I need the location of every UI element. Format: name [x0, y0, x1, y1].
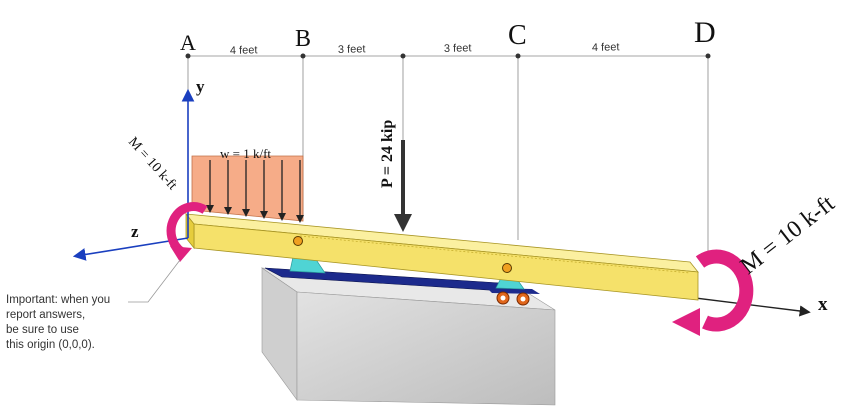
x-axis-label: x [818, 294, 828, 315]
origin-note: Important: when you report answers, be s… [6, 293, 146, 353]
beam [185, 212, 699, 301]
note-line: report answers, [6, 309, 86, 321]
note-line: this origin (0,0,0). [6, 339, 95, 351]
y-axis-label: y [196, 77, 205, 96]
distributed-load-label: w = 1 k/ft [220, 146, 271, 161]
dim-cd: 4 feet [592, 41, 620, 54]
moment-left-icon [166, 202, 208, 262]
pin-bolt [293, 236, 303, 246]
dimension-dots [185, 53, 711, 59]
point-c-label: C [508, 20, 527, 51]
note-line: Important: when you [6, 294, 111, 306]
point-load-label: P = 24 kip [379, 120, 396, 188]
dimension-lines [187, 55, 709, 255]
dim-pc: 3 feet [444, 42, 472, 55]
point-d-label: D [694, 16, 716, 49]
moment-right-icon [672, 249, 754, 336]
moment-left-label: M = 10 k-ft [125, 135, 180, 193]
point-b-label: B [295, 26, 311, 52]
point-load-arrow [394, 140, 412, 232]
note-line: be sure to use [6, 324, 79, 336]
note-leader [128, 259, 181, 303]
distributed-load [191, 155, 304, 223]
moment-right-label: M = 10 k-ft [736, 190, 840, 279]
dim-ab: 4 feet [230, 44, 258, 57]
roller-bolt [502, 263, 512, 273]
point-a-label: A [180, 30, 196, 55]
z-axis-label: z [131, 222, 139, 241]
dim-bp: 3 feet [338, 43, 366, 56]
